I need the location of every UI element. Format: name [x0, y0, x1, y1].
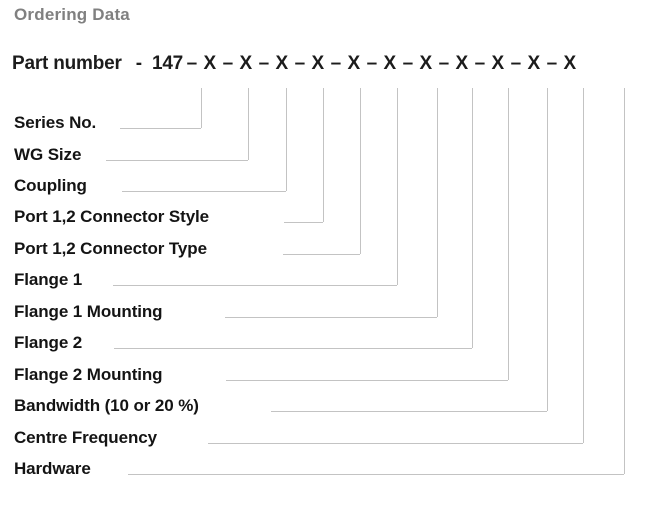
part-number-placeholder-7: X	[419, 53, 433, 74]
part-number-placeholder-11: X	[563, 53, 577, 74]
field-label-12: Hardware	[14, 459, 91, 478]
part-number-label: Part number	[12, 53, 122, 74]
leader-vertical-12	[624, 88, 625, 474]
part-number-separator: –	[330, 53, 342, 74]
part-number-placeholder-4: X	[311, 53, 325, 74]
part-number-separator: –	[510, 53, 522, 74]
leader-horizontal-12	[128, 474, 624, 475]
leader-horizontal-9	[226, 380, 508, 381]
field-label-2: WG Size	[14, 145, 82, 164]
field-label-3: Coupling	[14, 176, 87, 195]
part-number-separator: –	[366, 53, 378, 74]
leader-horizontal-1	[120, 128, 201, 129]
leader-vertical-11	[583, 88, 584, 443]
part-number-separator: –	[546, 53, 558, 74]
field-label-5: Port 1,2 Connector Type	[14, 239, 207, 258]
part-number-placeholder-3: X	[275, 53, 289, 74]
page-title: Ordering Data	[14, 5, 130, 24]
part-number-separator: –	[222, 53, 234, 74]
part-number-separator: –	[186, 53, 198, 74]
part-number-placeholder-8: X	[455, 53, 469, 74]
part-number-separator: –	[438, 53, 450, 74]
leader-horizontal-6	[113, 285, 397, 286]
leader-vertical-6	[397, 88, 398, 285]
leader-vertical-4	[323, 88, 324, 222]
leader-horizontal-11	[208, 443, 583, 444]
part-number-placeholder-5: X	[347, 53, 361, 74]
part-number-placeholder-1: X	[203, 53, 217, 74]
part-number-code-group: –X–X–X–X–X–X–X–X–X–X–X	[183, 53, 579, 75]
field-label-4: Port 1,2 Connector Style	[14, 207, 210, 226]
leader-horizontal-8	[114, 348, 472, 349]
leader-vertical-10	[547, 88, 548, 411]
field-label-8: Flange 2	[14, 333, 83, 352]
leader-vertical-2	[248, 88, 249, 160]
part-number-placeholder-2: X	[239, 53, 253, 74]
field-label-11: Centre Frequency	[14, 428, 157, 447]
part-number-prefix: 147	[152, 53, 183, 74]
leader-horizontal-3	[122, 191, 286, 192]
leader-horizontal-7	[225, 317, 437, 318]
leader-vertical-9	[508, 88, 509, 380]
field-label-7: Flange 1 Mounting	[14, 302, 163, 321]
part-number-placeholder-10: X	[527, 53, 541, 74]
part-number-row: Part number - 147 –X–X–X–X–X–X–X–X–X–X–X	[12, 53, 579, 79]
field-label-10: Bandwidth (10 or 20 %)	[14, 396, 199, 415]
field-label-9: Flange 2 Mounting	[14, 365, 163, 384]
leader-vertical-7	[437, 88, 438, 317]
part-number-separator: –	[474, 53, 486, 74]
leader-vertical-3	[286, 88, 287, 191]
leader-vertical-8	[472, 88, 473, 348]
part-number-placeholder-6: X	[383, 53, 397, 74]
part-number-dash: -	[135, 53, 143, 74]
part-number-placeholder-9: X	[491, 53, 505, 74]
field-label-1: Series No.	[14, 113, 97, 132]
leader-horizontal-2	[106, 160, 248, 161]
leader-horizontal-10	[271, 411, 547, 412]
leader-horizontal-4	[284, 222, 323, 223]
part-number-separator: –	[294, 53, 306, 74]
field-label-6: Flange 1	[14, 270, 83, 289]
part-number-separator: –	[258, 53, 270, 74]
leader-vertical-5	[360, 88, 361, 254]
part-number-separator: –	[402, 53, 414, 74]
leader-vertical-1	[201, 88, 202, 128]
leader-horizontal-5	[283, 254, 360, 255]
